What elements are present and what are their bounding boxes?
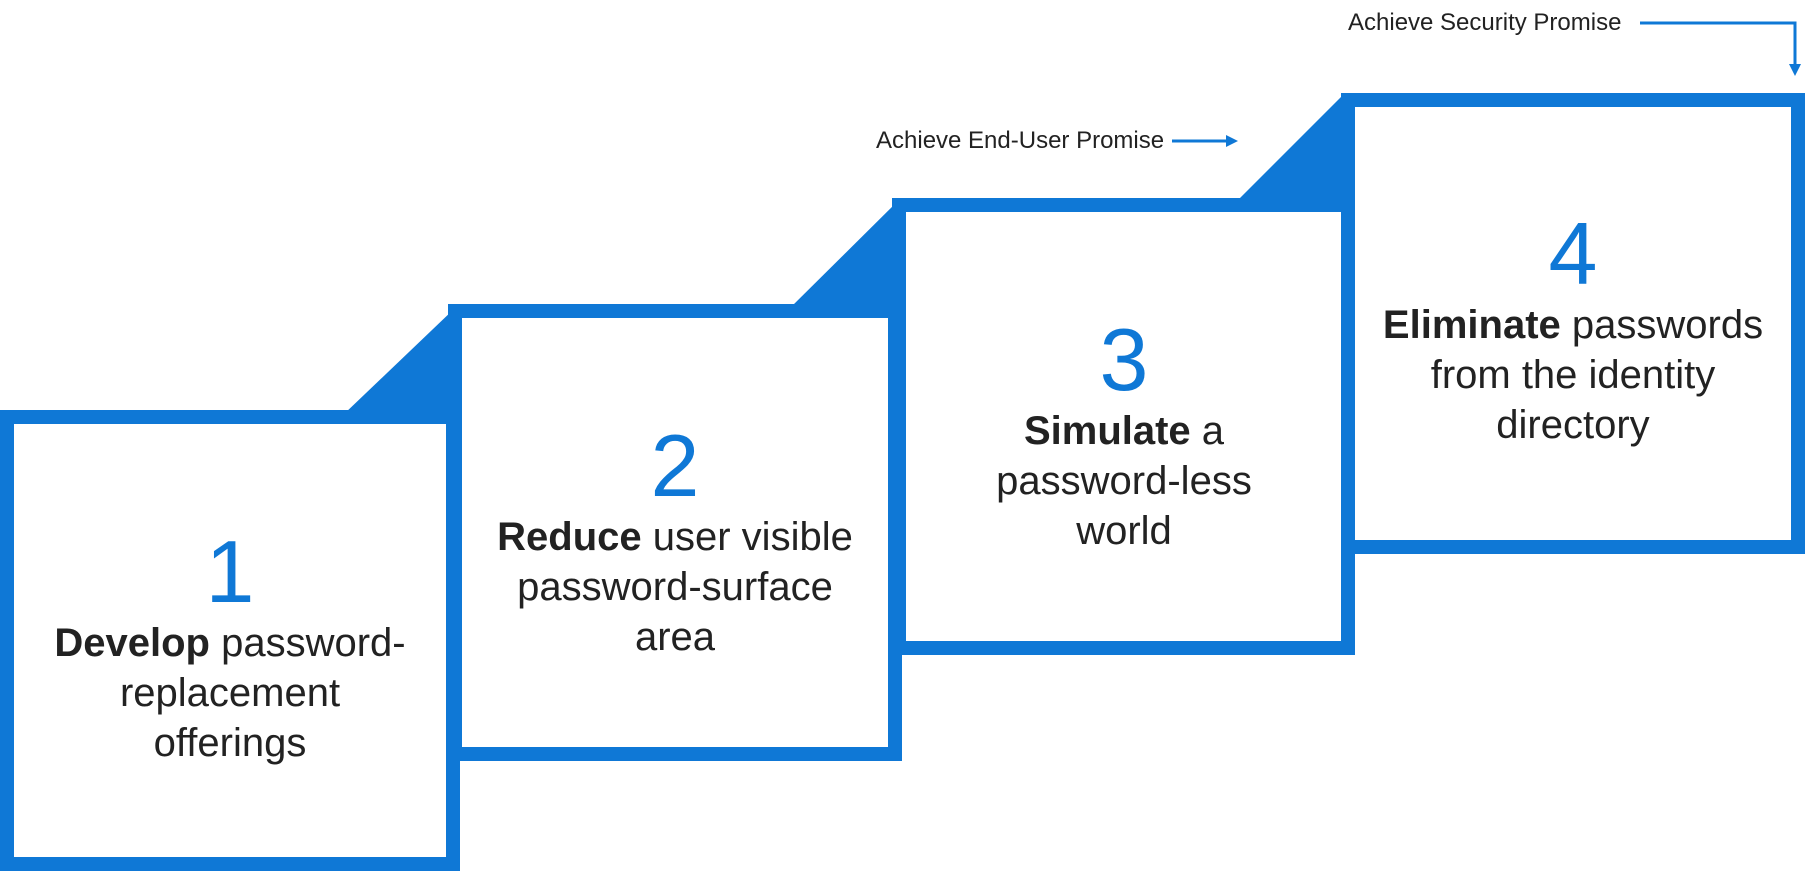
- step-text-1: password-replacement offerings: [119, 621, 406, 765]
- step-description-1: Develop password-replacement offerings: [10, 618, 450, 768]
- step-verb-3: Simulate: [1023, 409, 1191, 453]
- step-box-4: [1341, 93, 1805, 554]
- step-number-2: 2: [650, 416, 700, 515]
- step-3: 3 Simulate a password-less world: [904, 316, 1344, 556]
- end-user-promise-label: Achieve End-User Promise: [876, 127, 1165, 154]
- step-verb-2: Reduce: [497, 515, 642, 559]
- step-box-3: [892, 198, 1355, 655]
- step-text-4: passwords from the identity directory: [1430, 303, 1764, 447]
- step-connector-3-4: [1236, 95, 1343, 202]
- security-promise-label: Achieve Security Promise: [1348, 9, 1622, 36]
- step-connector-2-3: [790, 202, 897, 308]
- step-description-3: Simulate a password-less world: [904, 406, 1344, 556]
- security-arrow-line: [1640, 21, 1797, 66]
- step-4: 4 Eliminate passwords from the identity …: [1353, 210, 1793, 450]
- step-2: 2 Reduce user visible password-surface a…: [455, 422, 895, 662]
- step-number-1: 1: [205, 522, 255, 621]
- step-verb-4: Eliminate: [1382, 303, 1561, 347]
- step-number-4: 4: [1548, 204, 1598, 303]
- step-description-2: Reduce user visible password-surface are…: [455, 512, 895, 662]
- step-verb-1: Develop: [54, 621, 210, 665]
- step-description-4: Eliminate passwords from the identity di…: [1353, 300, 1793, 450]
- security-arrowhead-icon: [1789, 64, 1801, 76]
- step-connector-1-2: [343, 308, 455, 415]
- step-box-1: [0, 410, 460, 871]
- step-text-2: user visible password-surface area: [517, 515, 853, 659]
- step-1: 1 Develop password-replacement offerings: [10, 528, 450, 768]
- end-user-arrowhead-icon: [1226, 135, 1238, 147]
- step-box-2: [448, 304, 902, 761]
- step-number-3: 3: [1099, 310, 1149, 409]
- step-text-3: a password-less world: [996, 409, 1252, 553]
